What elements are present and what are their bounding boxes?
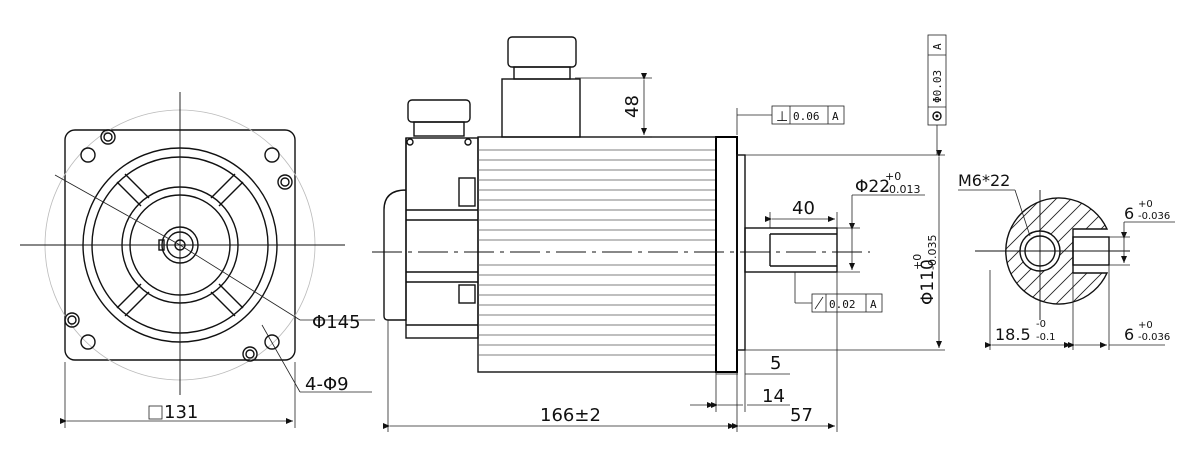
cooling-fins — [478, 149, 716, 356]
key-depth-lower: -0.1 — [1036, 332, 1056, 343]
shaft-total-label: 57 — [790, 405, 813, 426]
square-dim-label: 131 — [164, 402, 198, 423]
mounting-holes — [80, 147, 280, 350]
flange-dia-base: Φ110 — [918, 259, 938, 305]
conc-tol-value: Φ0.03 — [931, 70, 944, 103]
perp-tol-frame — [771, 105, 845, 125]
svg-text:⊥: ⊥ — [776, 109, 788, 125]
thread-label: M6*22 — [958, 171, 1010, 190]
key-width-base: 6 — [1124, 204, 1134, 223]
conc-tol-frame — [927, 34, 947, 126]
bolts — [64, 129, 293, 362]
key-depth-base: 18.5 — [995, 325, 1031, 344]
section-outline — [1005, 197, 1109, 305]
runout-tol-frame — [811, 293, 883, 313]
key-width2-base: 6 — [1124, 325, 1134, 344]
rear-connector-body — [413, 121, 465, 137]
perp-tol-datum: A — [832, 110, 839, 123]
holes-dim-label: 4-Φ9 — [305, 374, 349, 395]
main-connector-cap — [507, 36, 577, 68]
side-view: 48 ⊥ 0.06 A Φ22 +0 -0.013 40 0.02 A — [372, 34, 947, 432]
rear-cover — [383, 138, 407, 321]
flange-thk-label: 5 — [770, 353, 781, 374]
ribs — [116, 173, 244, 317]
shaft-section: M6*22 6 +0 -0.036 18.5 -0 -0.1 6 +0 -0.0… — [958, 171, 1175, 350]
key-width-lower: -0.036 — [1138, 211, 1170, 222]
body-len-label: 166±2 — [540, 405, 601, 426]
main-connector-body — [501, 78, 581, 138]
spigot — [736, 154, 746, 351]
key-width-upper: +0 — [1138, 199, 1153, 210]
motor-body — [477, 136, 717, 373]
conc-tol-datum: A — [931, 43, 944, 50]
shaft-dia-lower: -0.013 — [885, 183, 920, 196]
front-view: Φ145 4-Φ9 131 — [20, 92, 375, 428]
shaft-len-label: 40 — [792, 198, 815, 219]
shaft-dia-upper: +0 — [885, 170, 901, 183]
key-depth-upper: -0 — [1036, 319, 1046, 330]
spigot-len-label: 14 — [762, 386, 785, 407]
perp-tol-value: 0.06 — [793, 110, 820, 123]
flange-dia-upper: +0 — [911, 254, 924, 270]
key-width2-upper: +0 — [1138, 320, 1153, 331]
connector-height-label: 48 — [622, 95, 643, 118]
pcd-dim-label: Φ145 — [312, 312, 361, 333]
flange-dia-lower: -0.035 — [926, 235, 939, 270]
shaft — [744, 227, 838, 273]
front-flange — [715, 136, 738, 373]
rear-housing — [405, 137, 479, 339]
key-width2-lower: -0.036 — [1138, 332, 1170, 343]
square-symbol — [148, 405, 163, 420]
rear-connector-cap — [407, 99, 471, 123]
runout-tol-datum: A — [870, 298, 877, 311]
shaft-dia-base: Φ22 — [855, 177, 890, 197]
runout-tol-value: 0.02 — [829, 298, 856, 311]
